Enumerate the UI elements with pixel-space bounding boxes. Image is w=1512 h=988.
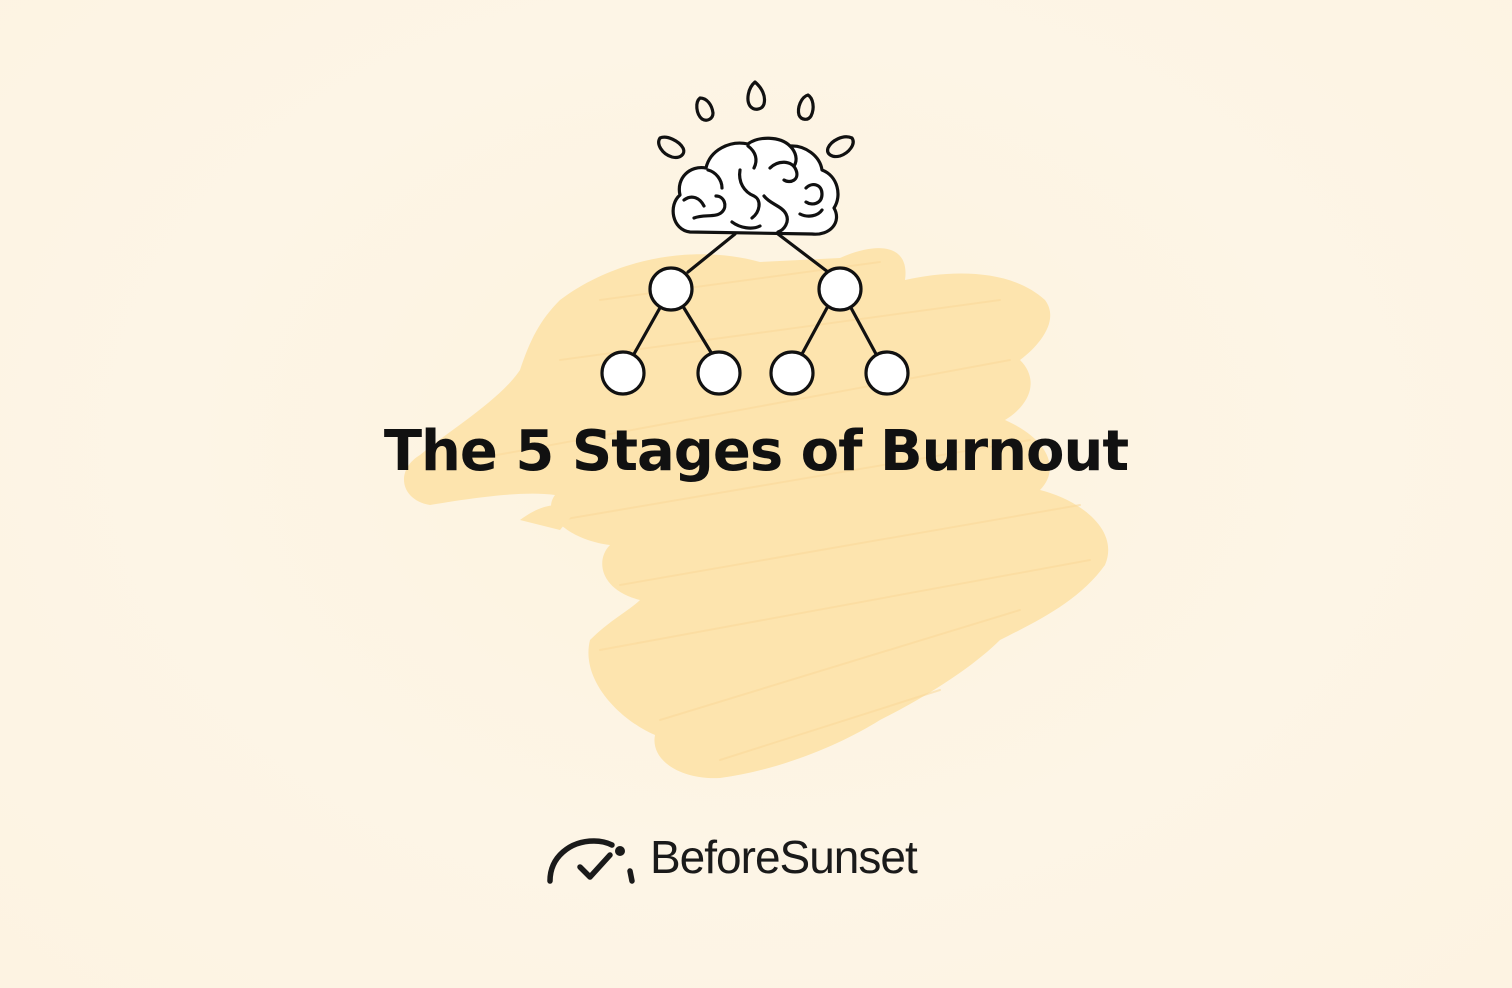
brain-hierarchy-icon [600, 80, 910, 396]
gauge-check-icon [547, 838, 635, 884]
page-title: The 5 Stages of Burnout [383, 419, 1129, 484]
brand-name: BeforeSunset [650, 831, 918, 883]
brand-logo: BeforeSunset [540, 822, 918, 892]
